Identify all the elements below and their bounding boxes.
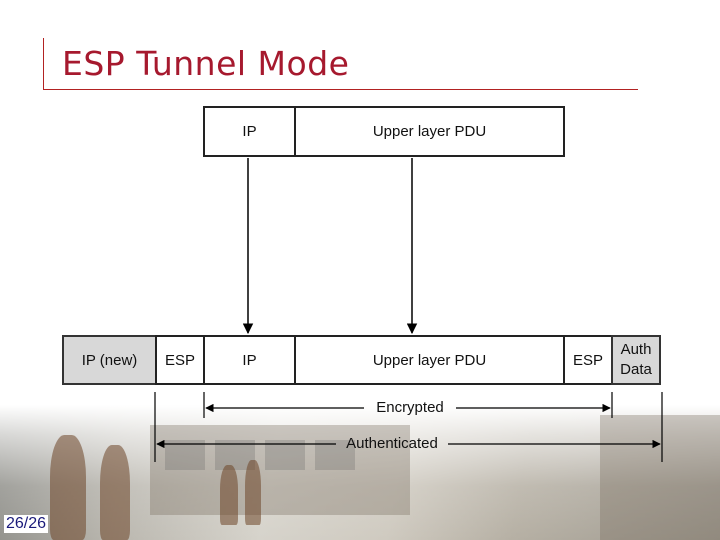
- encrypted-label: Encrypted: [376, 399, 444, 416]
- original-ip-header-box: IP: [203, 106, 296, 157]
- auth-data-label-line1: Auth: [620, 341, 652, 358]
- esp-trailer-label: ESP: [572, 351, 603, 369]
- background-photo: [0, 405, 720, 540]
- new-ip-header-label: IP (new): [81, 351, 138, 369]
- auth-data-label: Auth Data: [620, 340, 652, 380]
- slide-title: ESP Tunnel Mode: [62, 44, 350, 83]
- original-pdu-label: Upper layer PDU: [372, 123, 487, 140]
- inner-pdu-label: Upper layer PDU: [372, 351, 487, 369]
- authenticated-label: Authenticated: [346, 435, 438, 452]
- inner-ip-header-box: IP: [203, 335, 296, 385]
- auth-data-box: Auth Data: [611, 335, 661, 385]
- title-rule-horizontal: [43, 89, 638, 90]
- original-ip-header-label: IP: [242, 123, 257, 140]
- original-pdu-box: Upper layer PDU: [294, 106, 565, 157]
- inner-ip-header-label: IP: [242, 351, 257, 369]
- auth-data-label-line2: Data: [620, 361, 652, 378]
- esp-trailer-box: ESP: [563, 335, 613, 385]
- inner-pdu-box: Upper layer PDU: [294, 335, 565, 385]
- page-number: 26/26: [4, 515, 49, 533]
- title-rule-vertical: [43, 38, 44, 90]
- esp-header-label: ESP: [164, 351, 195, 369]
